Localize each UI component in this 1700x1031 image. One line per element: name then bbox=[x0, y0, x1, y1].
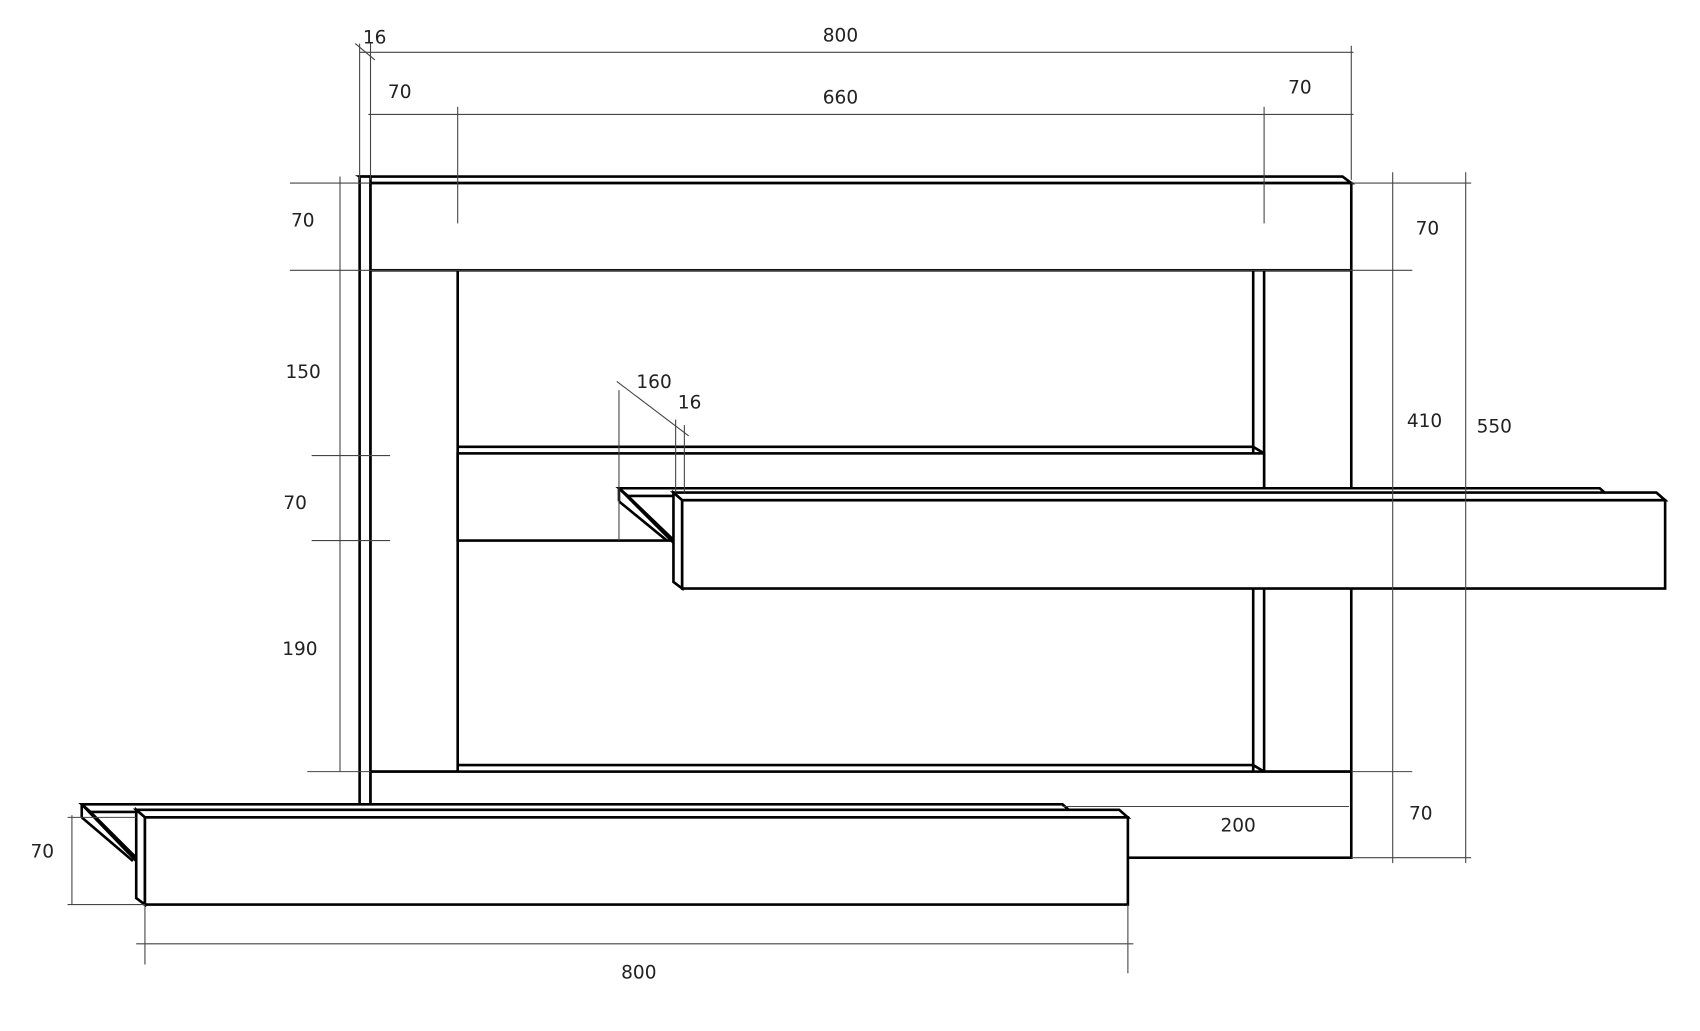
dim-upper-gap: 150 bbox=[286, 362, 321, 383]
dim-bottom-rail-height: 70 bbox=[1409, 804, 1433, 825]
dim-right-post-width: 70 bbox=[1288, 78, 1312, 99]
bottom-shelf bbox=[78, 803, 1132, 908]
dim-top-rail-right: 70 bbox=[1416, 218, 1440, 239]
dim-shelf-depth: 160 bbox=[636, 372, 671, 393]
dim-top-rail-left: 70 bbox=[291, 211, 315, 232]
dim-middle-shelf-height: 70 bbox=[283, 493, 307, 514]
dim-shelf-thickness: 16 bbox=[678, 393, 702, 414]
dim-overall-height: 550 bbox=[1477, 417, 1512, 438]
dim-bottom-depth: 200 bbox=[1221, 816, 1256, 837]
middle-shelf bbox=[615, 486, 1669, 592]
dim-overall-width: 800 bbox=[823, 25, 858, 46]
dim-bottom-shelf-width: 800 bbox=[621, 963, 656, 984]
dimension-lines bbox=[67, 43, 1472, 974]
dim-inner-width: 660 bbox=[823, 88, 858, 109]
dim-bottom-shelf-height: 70 bbox=[31, 842, 55, 863]
dim-side-thickness: 16 bbox=[363, 28, 387, 49]
dim-inner-height: 410 bbox=[1407, 411, 1442, 432]
dim-left-post-width: 70 bbox=[388, 82, 412, 103]
dimension-labels: 800 16 70 660 70 70 70 150 70 190 410 55… bbox=[31, 25, 1512, 983]
dim-lower-gap: 190 bbox=[282, 639, 317, 660]
